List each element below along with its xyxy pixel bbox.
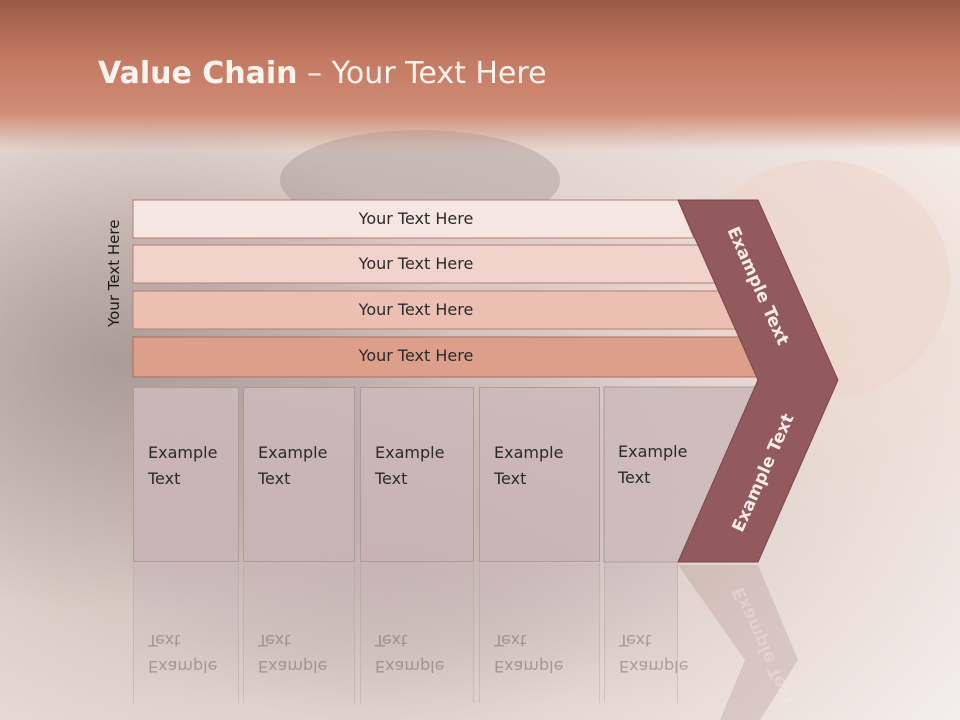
- box-4: Example Text: [479, 387, 600, 562]
- box-4-label: Example Text: [494, 443, 564, 488]
- title-bold: Value Chain: [98, 56, 298, 91]
- box-1-reflection: Example Text: [133, 563, 239, 703]
- box-5-reflection: Example Text: [604, 563, 688, 703]
- box-1-label: Example Text: [148, 443, 218, 488]
- box-4-reflection: Example Text: [479, 563, 600, 703]
- box-1: Example Text: [133, 387, 239, 562]
- box-2: Example Text: [243, 387, 355, 562]
- row-3-label: Your Text Here: [358, 300, 474, 319]
- box-3-reflection: Example Text: [360, 563, 474, 703]
- slide-title: Value Chain – Your Text Here: [98, 56, 547, 91]
- header-band: [0, 0, 960, 150]
- title-rest: – Your Text Here: [297, 56, 547, 91]
- box-3-label: Example Text: [375, 443, 445, 488]
- box-5: Example Text: [604, 387, 754, 562]
- row-4-label: Your Text Here: [358, 346, 474, 365]
- box-2-reflection: Example Text: [243, 563, 355, 703]
- box-2-label: Example Text: [258, 443, 328, 488]
- row-2-label: Your Text Here: [358, 254, 474, 273]
- box-3: Example Text: [360, 387, 474, 562]
- box-5-label: Example Text: [618, 442, 688, 487]
- row-1-label: Your Text Here: [358, 209, 474, 228]
